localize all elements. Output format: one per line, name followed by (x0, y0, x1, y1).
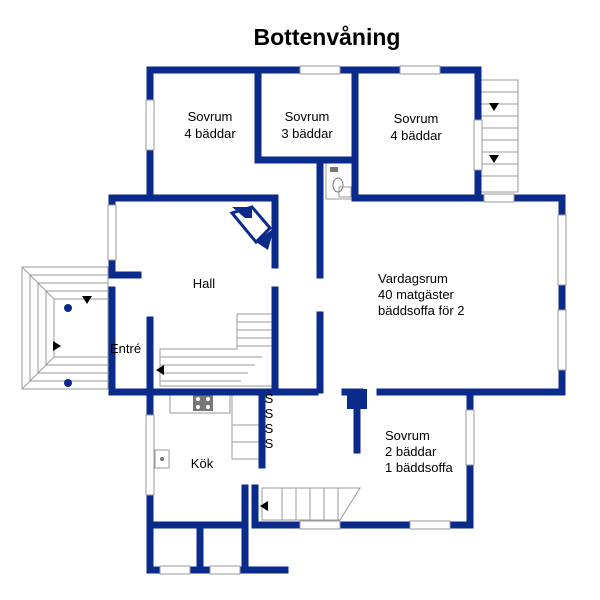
right-arrow-icon (53, 341, 61, 351)
post-icon (64, 379, 72, 387)
stove-label: S (265, 436, 274, 451)
room-label-hall: Hall (193, 276, 216, 291)
room-label-sovrum-3: Sovrum (394, 111, 439, 126)
exterior-stairs-top-right (477, 79, 519, 193)
room-label-sovrum-3-beds: 4 bäddar (390, 128, 442, 143)
stove-label: S (265, 421, 274, 436)
room-label-sovrum-4-beds: 2 bäddar (385, 444, 437, 459)
room-label-kok: Kök (191, 456, 214, 471)
room-label-vardagsrum: Vardagsrum (378, 271, 448, 286)
down-arrow-icon (489, 155, 499, 163)
left-arrow-icon (260, 501, 268, 511)
room-label-sovrum-2-beds: 3 bäddar (281, 126, 333, 141)
stove-label-group: S S S S (265, 391, 274, 451)
stove-label: S (265, 391, 274, 406)
room-label-sovrum-1-beds: 4 bäddar (184, 126, 236, 141)
windows (107, 65, 567, 575)
room-label-sovrum-4: Sovrum (385, 428, 430, 443)
exterior-stairs-left (21, 266, 109, 390)
down-arrow-icon (82, 296, 92, 304)
post-icon (64, 304, 72, 312)
room-label-sovrum-2: Sovrum (285, 109, 330, 124)
room-label-entre: Entré (110, 341, 141, 356)
down-arrow-icon (489, 103, 499, 111)
sink-icon (160, 457, 164, 461)
walls (108, 66, 566, 574)
stove-label: S (265, 406, 274, 421)
room-label-vardagsrum-guests: 40 matgäster (378, 287, 455, 302)
kitchen-stairs (260, 487, 361, 521)
room-label-vardagsrum-sofa: bäddsoffa för 2 (378, 303, 465, 318)
room-label-sovrum-4-sofa: 1 bäddsoffa (385, 460, 453, 475)
left-arrow-icon (156, 365, 164, 375)
stove-icon (193, 395, 213, 411)
interior-staircase (156, 313, 276, 387)
room-label-sovrum-1: Sovrum (188, 109, 233, 124)
plan-title: Bottenvåning (254, 24, 401, 50)
